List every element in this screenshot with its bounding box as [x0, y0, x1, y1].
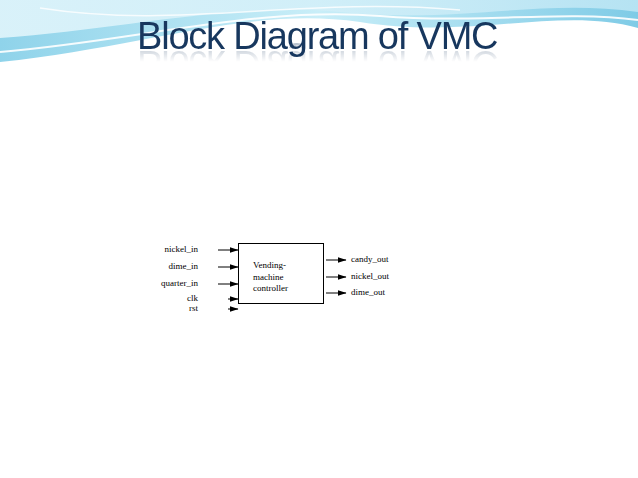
output-arrow	[326, 277, 346, 278]
input-arrow	[228, 309, 238, 310]
signal-name: rst	[189, 303, 198, 313]
input-arrow	[218, 267, 238, 268]
controller-box: Vending- machine controller	[238, 243, 324, 304]
output-arrow	[326, 293, 346, 294]
input-arrow	[228, 299, 238, 300]
wave-line	[40, 6, 460, 15]
signal-name: dime_out	[351, 287, 385, 297]
wave-band	[0, 0, 638, 62]
signal-name: nickel_in	[165, 244, 199, 254]
signal-name: clk	[187, 293, 198, 303]
signal-name: nickel_out	[351, 271, 389, 281]
input-arrow	[218, 250, 238, 251]
signal-name: dime_in	[169, 261, 199, 271]
box-label: Vending- machine controller	[239, 244, 301, 295]
signal-name: candy_out	[351, 254, 389, 264]
output-arrow	[326, 260, 346, 261]
slide-title: Block Diagram of VMC	[137, 14, 497, 58]
signal-name: quarter_in	[161, 278, 198, 288]
input-arrow	[218, 284, 238, 285]
